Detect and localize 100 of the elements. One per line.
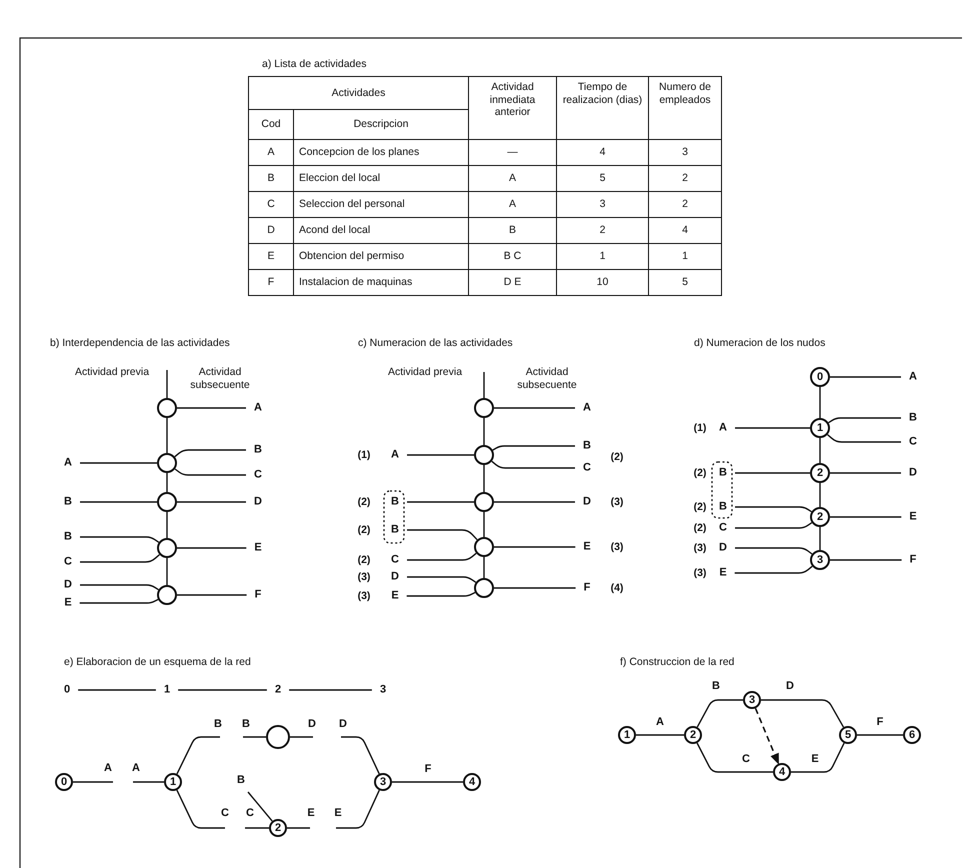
table-cell: Descripcion	[294, 110, 469, 140]
activity-label: D	[253, 496, 263, 508]
connector-line	[290, 736, 313, 738]
table-cell: 2	[649, 192, 722, 218]
connector-line	[761, 699, 844, 728]
column-heading: Actividad previa	[386, 366, 464, 380]
activity-label: E	[390, 590, 400, 602]
activity-label: B	[718, 500, 728, 514]
table-cell: D E	[469, 270, 557, 296]
edge-label: C	[245, 806, 255, 820]
table-cell: Seleccion del personal	[294, 192, 469, 218]
connector-line	[491, 460, 575, 469]
connector-line	[735, 506, 812, 512]
activity-number: (3)	[358, 590, 370, 602]
table-cell: 10	[557, 270, 649, 296]
activity-label: D	[582, 496, 592, 508]
connector-line	[735, 522, 812, 529]
activity-label: D	[390, 570, 400, 584]
connector-line	[483, 372, 485, 398]
event-circle	[157, 453, 177, 473]
connector-line	[341, 736, 380, 774]
numbered-event-circle: 4	[773, 763, 791, 781]
panel-title: b) Interdependencia de las actividades	[50, 337, 230, 349]
table-cell: Numero de empleados	[649, 77, 722, 140]
activity-label: F	[254, 588, 262, 602]
connector-line	[494, 587, 576, 589]
table-cell: Eleccion del local	[294, 166, 469, 192]
table-cell: C	[249, 192, 294, 218]
stage-number: 2	[274, 684, 282, 696]
table-cell: 3	[557, 192, 649, 218]
activity-label: A	[908, 370, 918, 384]
connector-line	[696, 699, 743, 728]
connector-line	[289, 689, 372, 691]
table-cell: Acond del local	[294, 218, 469, 244]
table-cell: Actividades	[249, 77, 469, 110]
activity-label: D	[718, 542, 728, 554]
activity-number: (3)	[610, 541, 624, 553]
activity-number: (2)	[358, 524, 370, 536]
activity-number: (1)	[358, 449, 370, 461]
activity-label: B	[390, 524, 400, 536]
table-cell: D	[249, 218, 294, 244]
activity-label: D	[63, 578, 73, 592]
panel-title: c) Numeracion de las actividades	[358, 337, 513, 349]
panel-title: d) Numeracion de los nudos	[694, 337, 826, 349]
event-circle	[474, 445, 494, 465]
column-heading: Actividad previa	[74, 366, 150, 380]
activity-label: A	[582, 402, 592, 414]
connector-line	[177, 407, 246, 409]
table-cell: 1	[649, 244, 722, 270]
activity-number: (2)	[610, 451, 624, 463]
connector-line	[828, 417, 901, 424]
activity-label: B	[582, 440, 592, 452]
activity-label: C	[390, 554, 400, 566]
table-cell: 1	[557, 244, 649, 270]
connector-line	[247, 792, 273, 822]
column-heading: Actividad subsecuente	[516, 366, 578, 392]
connector-line	[407, 576, 476, 583]
connector-line	[791, 742, 845, 773]
table-cell: Cod	[249, 110, 294, 140]
panel-title: e) Elaboracion de un esquema de la red	[64, 656, 251, 668]
table-cell: E	[249, 244, 294, 270]
connector-line	[287, 827, 310, 829]
activity-label: B	[63, 496, 73, 508]
numbered-event-circle: 1	[618, 726, 636, 744]
connector-line	[494, 407, 575, 409]
activity-label: C	[908, 436, 918, 448]
event-circle	[157, 538, 177, 558]
event-circle	[157, 585, 177, 605]
table-cell: 4	[557, 140, 649, 166]
numbered-event-circle: 2	[269, 819, 287, 837]
activity-label: B	[908, 412, 918, 424]
activity-label: C	[582, 462, 592, 474]
table-cell: 5	[557, 166, 649, 192]
table-cell: 4	[649, 218, 722, 244]
activity-label: E	[718, 566, 728, 580]
activity-label: E	[908, 510, 918, 524]
table-cell: B	[249, 166, 294, 192]
event-circle	[474, 578, 494, 598]
activity-number: (3)	[694, 567, 706, 579]
panel-title: f) Construccion de la red	[620, 656, 734, 668]
activity-label: E	[63, 596, 73, 610]
numbered-event-circle: 1	[810, 418, 830, 438]
table-cell: F	[249, 270, 294, 296]
connector-line	[406, 592, 476, 597]
stage-number: 3	[378, 684, 388, 696]
activity-label: B	[718, 466, 728, 480]
connector-line	[483, 557, 485, 578]
activity-label: C	[718, 522, 728, 534]
numbered-event-circle: 3	[810, 550, 830, 570]
connector-line	[73, 781, 113, 783]
numbered-event-circle: 3	[374, 773, 392, 791]
stage-number: 1	[162, 684, 172, 696]
connector-line	[735, 472, 810, 474]
connector-line	[177, 594, 247, 596]
table-cell: A	[469, 166, 557, 192]
connector-line	[819, 387, 821, 418]
numbered-event-circle: 6	[903, 726, 921, 744]
numbered-event-circle: 4	[463, 773, 481, 791]
activity-number: (3)	[694, 542, 706, 554]
activity-label: E	[253, 542, 263, 554]
